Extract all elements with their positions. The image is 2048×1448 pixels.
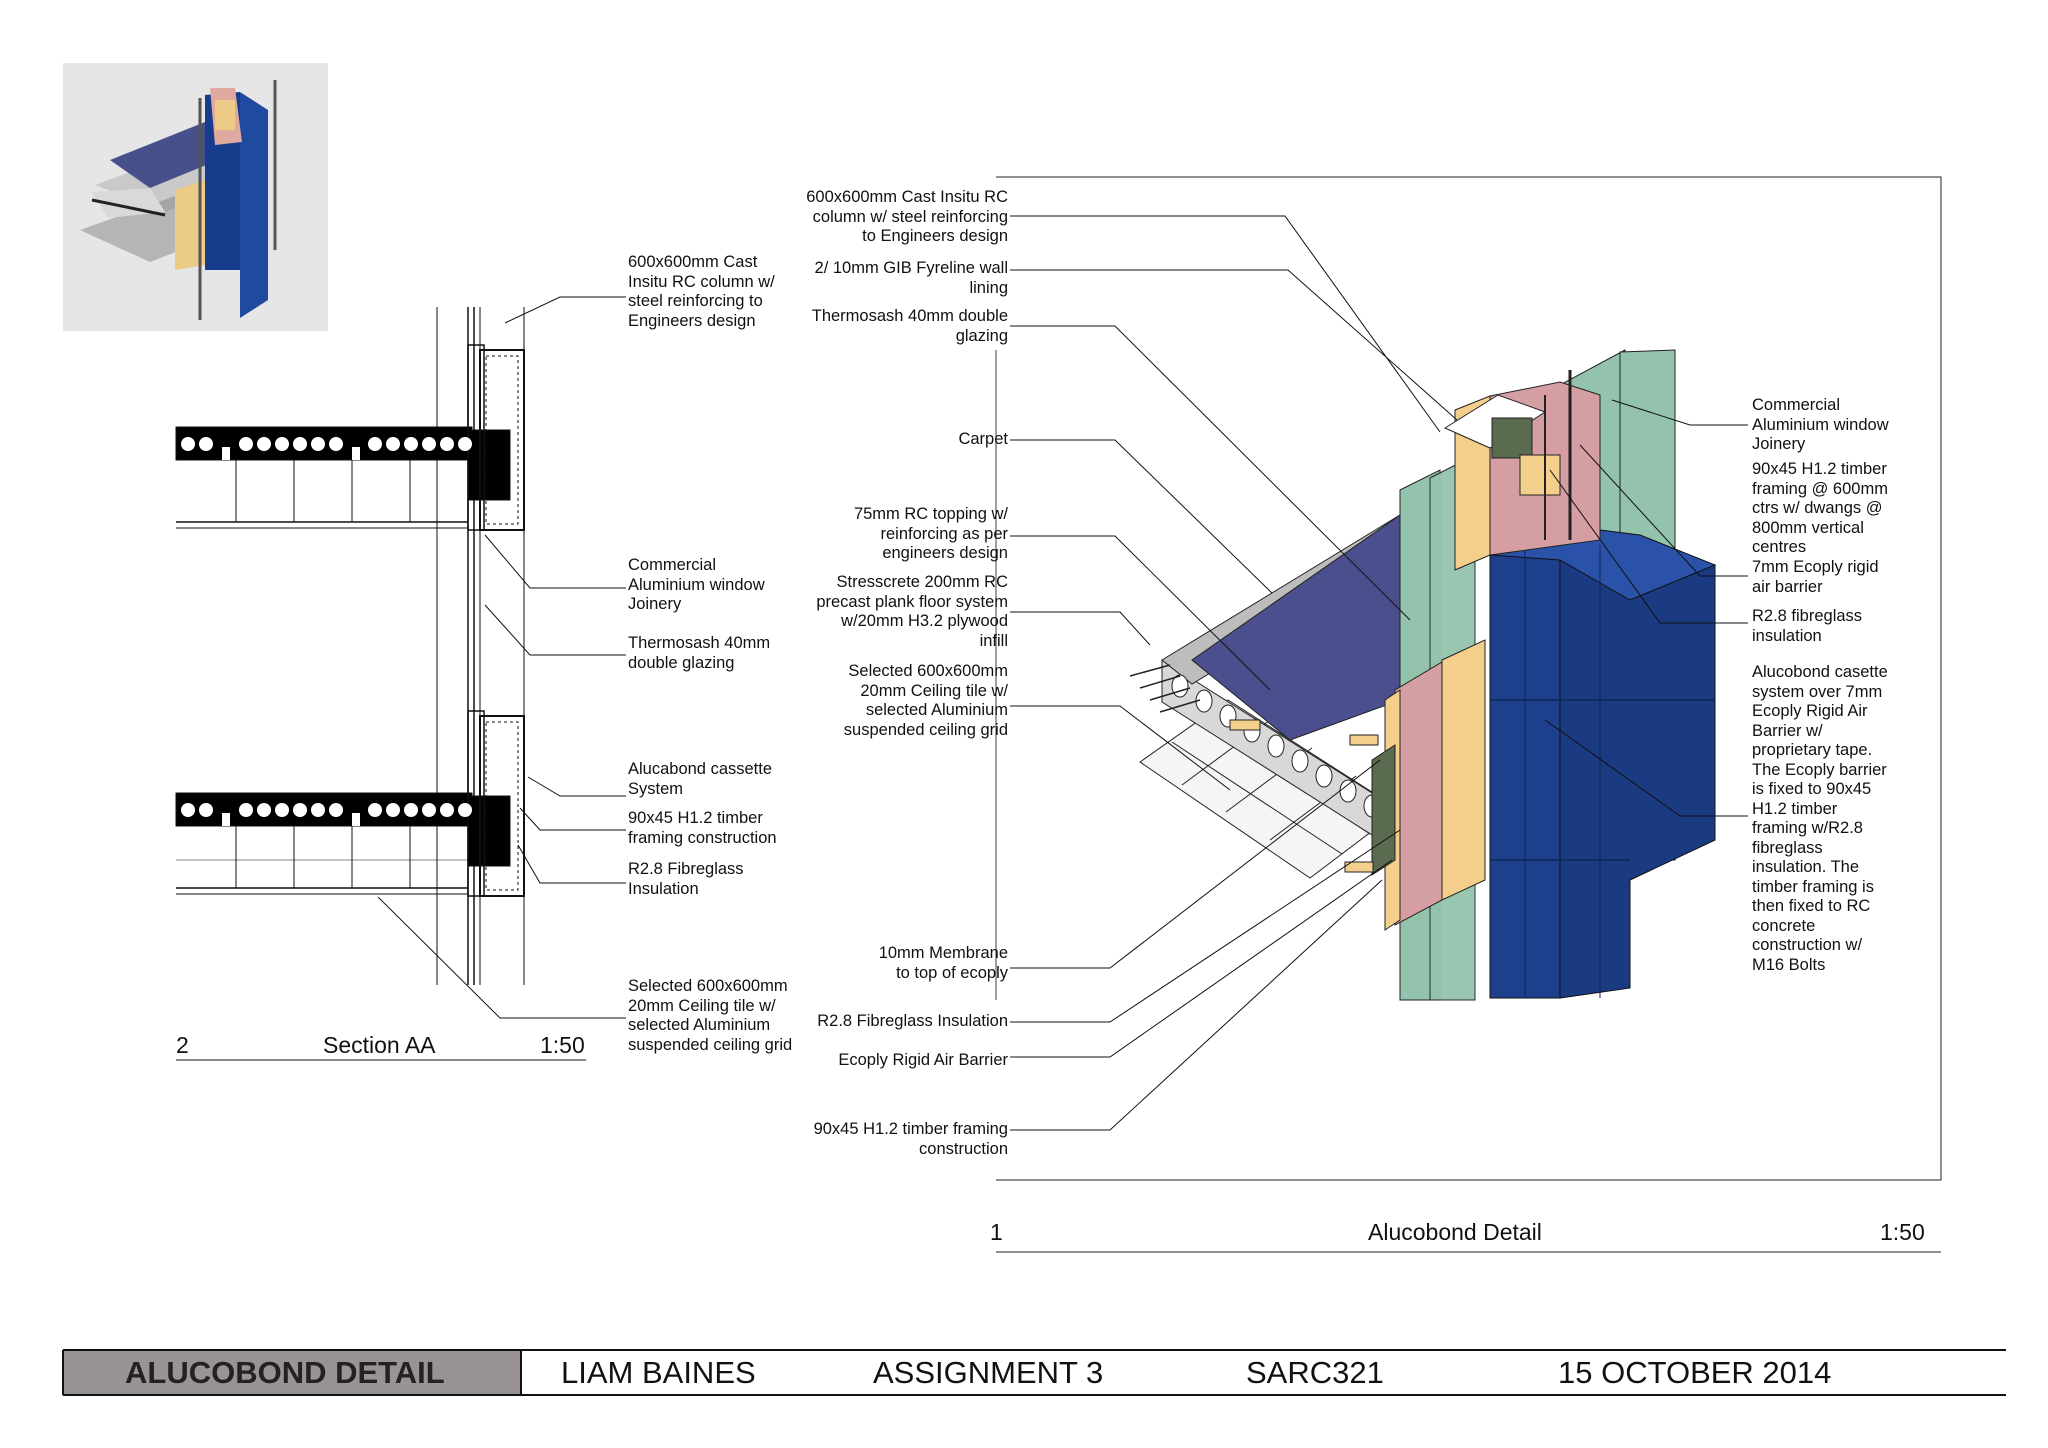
plank-void (1267, 734, 1285, 758)
slab-voids (181, 437, 472, 826)
slab-void (386, 803, 400, 817)
detail-label-insulation: R2.8 Fibreglass Insulation (817, 1012, 1008, 1030)
detail-label-gib: 2/ 10mm GIB Fyreline wall lining (814, 259, 1008, 297)
detail-label-cassette: Alucobond casette system over 7mm Ecoply… (1752, 663, 1888, 974)
plank-void (1291, 749, 1309, 773)
detail-label-ceiling: Selected 600x600mm 20mm Ceiling tile w/ … (843, 662, 1008, 739)
plank-void (1315, 764, 1333, 788)
section-label-ceiling: Selected 600x600mm 20mm Ceiling tile w/ … (628, 977, 793, 1054)
section-label-insulation: R2.8 Fibreglass Insulation (628, 860, 744, 898)
slab-void (199, 437, 213, 451)
slab-void (275, 803, 289, 817)
slab-void (239, 437, 253, 451)
slab-void (239, 803, 253, 817)
title-block-frame (62, 1349, 2006, 1396)
slab-void (404, 803, 418, 817)
slab-void (386, 437, 400, 451)
slab-void (458, 803, 472, 817)
title-block-author: LIAM BAINES (561, 1355, 756, 1390)
detail-number: 1 (990, 1219, 1003, 1245)
plank-void (1339, 779, 1357, 803)
title-block-course: SARC321 (1246, 1355, 1384, 1390)
slab-void (293, 803, 307, 817)
slab-void (329, 803, 343, 817)
section-label-joinery: Commercial Aluminium window Joinery (628, 556, 765, 613)
slab-void (311, 437, 325, 451)
slab-void (275, 437, 289, 451)
title-block-assignment: ASSIGNMENT 3 (873, 1355, 1104, 1390)
detail-leader-lines (995, 215, 1748, 1131)
title-block-drawing-title: ALUCOBOND DETAIL (125, 1355, 445, 1390)
slab-void (257, 803, 271, 817)
detail-scale: 1:50 (1880, 1219, 1925, 1245)
detail-label-carpet: Carpet (958, 430, 1008, 448)
section-scale: 1:50 (540, 1032, 585, 1058)
slab-void (404, 437, 418, 451)
detail-label-barrier: Ecoply Rigid Air Barrier (838, 1051, 1008, 1069)
detail-label-stresscrete: Stresscrete 200mm RC precast plank floor… (816, 573, 1008, 650)
slab-void (458, 437, 472, 451)
slab-joint (352, 447, 360, 460)
slab-void (293, 437, 307, 451)
detail-title: Alucobond Detail (1368, 1219, 1542, 1245)
slab-void (181, 803, 195, 817)
detail-label-joinery: Commercial Aluminium window Joinery (1752, 396, 1889, 453)
detail-label-topping: 75mm RC topping w/ reinforcing as per en… (853, 505, 1008, 562)
slab-void (329, 437, 343, 451)
section-label-column: 600x600mm Cast Insitu RC column w/ steel… (628, 253, 775, 330)
slab-void (199, 803, 213, 817)
slab-void (422, 437, 436, 451)
detail-label-column: 600x600mm Cast Insitu RC column w/ steel… (806, 188, 1008, 245)
slab-void (181, 437, 195, 451)
isometric-preview (63, 63, 328, 331)
slab-void (311, 803, 325, 817)
section-title: Section AA (323, 1032, 436, 1058)
detail-label-fibreglass: R2.8 fibreglass insulation (1752, 607, 1863, 645)
section-label-timber: 90x45 H1.2 timber framing construction (628, 809, 777, 847)
section-aa-drawing (175, 296, 626, 1061)
slab-void (440, 437, 454, 451)
slab-joint (352, 813, 360, 826)
detail-label-membrane: 10mm Membrane to top of ecoply (878, 944, 1008, 982)
slab-void (368, 803, 382, 817)
slab-void (257, 437, 271, 451)
slab-void (368, 437, 382, 451)
section-number: 2 (176, 1032, 189, 1058)
slab-void (440, 803, 454, 817)
detail-label-framing: 90x45 H1.2 timber framing @ 600mm ctrs w… (1752, 460, 1888, 556)
section-label-glazing: Thermosash 40mm double glazing (628, 634, 771, 672)
slab-void (422, 803, 436, 817)
slab-joint (222, 447, 230, 460)
slab-joint (222, 813, 230, 826)
detail-label-glazing: Thermosash 40mm double glazing (811, 307, 1008, 345)
detail-label-ecoply: 7mm Ecoply rigid air barrier (1752, 558, 1879, 596)
section-label-cassette: Alucabond cassette System (628, 760, 773, 798)
detail-label-timber: 90x45 H1.2 timber framing construction (813, 1120, 1008, 1158)
title-block-date: 15 OCTOBER 2014 (1558, 1355, 1832, 1390)
